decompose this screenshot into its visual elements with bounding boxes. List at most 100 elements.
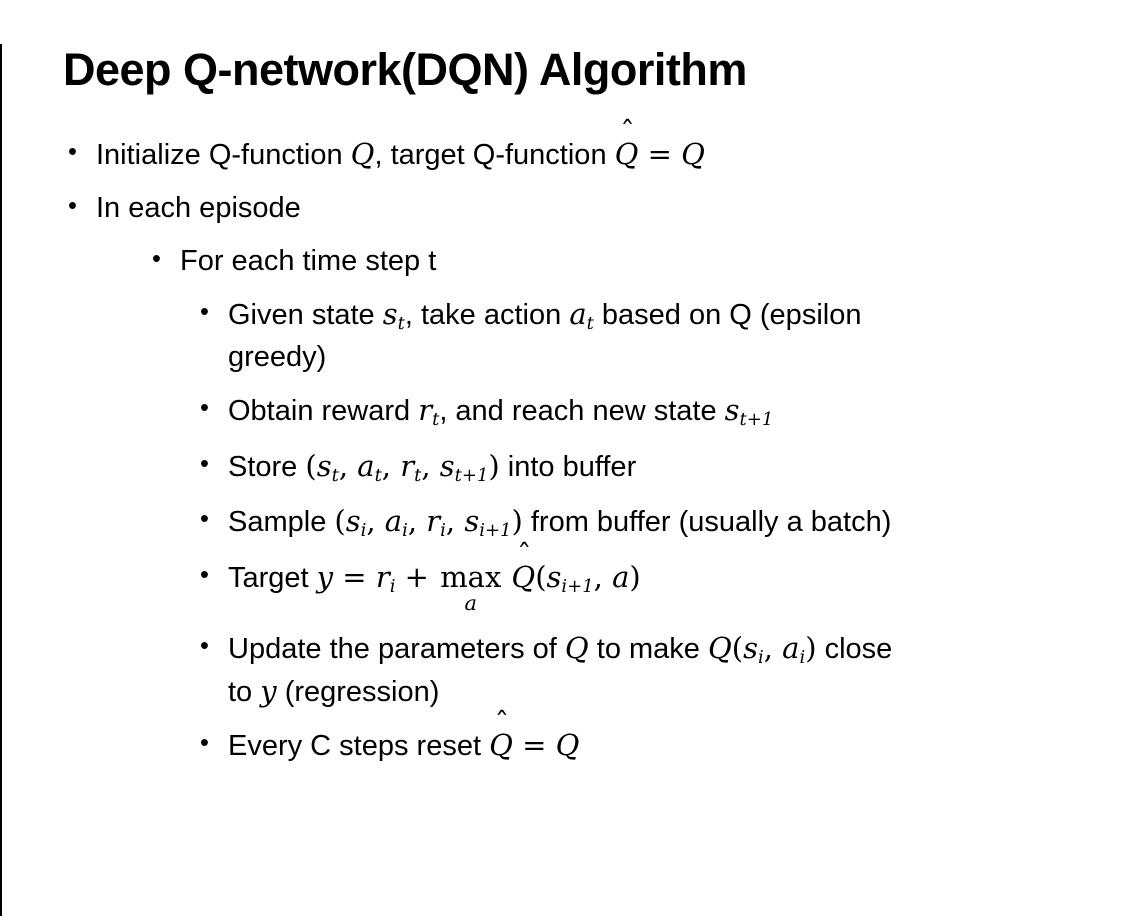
bullet-marker: •: [200, 297, 209, 326]
text-run: close: [816, 633, 893, 666]
text-run: based on Q (epsilon: [593, 298, 862, 331]
bullet-marker: •: [200, 449, 209, 478]
bullet-item-l2: •For each time step t: [150, 241, 1084, 281]
math-var: r: [375, 560, 390, 595]
math-subscript: i: [402, 520, 408, 542]
math-subscript: t+1: [454, 464, 489, 486]
math-op: =: [512, 728, 556, 762]
math-subscript: t: [331, 464, 339, 486]
math-subscript: t: [374, 464, 382, 486]
text-run: from buffer (usually a batch): [522, 506, 892, 539]
math-var: a: [782, 631, 800, 666]
bullet-marker: •: [200, 561, 209, 590]
math-subscript: t: [432, 408, 440, 430]
text-run: , target Q-function: [374, 138, 615, 171]
text-run: In each episode: [96, 191, 301, 224]
math-subscript: i: [757, 647, 764, 669]
slide-title: Deep Q-network(DQN) Algorithm: [63, 44, 747, 95]
math-var: Q: [707, 631, 732, 666]
text-run: , and reach new state: [439, 394, 725, 427]
bullet-item-l3: •Store (st, at, rt, st+1) into buffer: [198, 446, 1094, 489]
math-subscript: i: [389, 576, 396, 598]
math-var: Q: [681, 136, 705, 171]
math-op: ): [805, 631, 817, 666]
hat-accent: ˆ: [494, 705, 510, 740]
math-var: Q: [350, 136, 375, 171]
bullet-item-l3: •Given state st, take action at based on…: [198, 294, 1094, 377]
text-run: Store: [228, 450, 306, 483]
math-var: a: [569, 296, 587, 331]
bullet-marker: •: [68, 191, 77, 220]
slide-left-edge-line: [0, 44, 2, 916]
bullet-item-l3: •Update the parameters of Q to make Q(si…: [198, 628, 1094, 712]
text-run: Sample: [228, 506, 335, 539]
math-op: =: [638, 136, 682, 171]
math-var: s: [546, 560, 562, 595]
bullet-marker: •: [68, 137, 77, 166]
math-var: a: [612, 560, 630, 595]
math-op: (: [305, 448, 317, 483]
hat-accent: ˆ: [516, 537, 532, 572]
math-var: s: [724, 392, 740, 427]
math-subscript: i: [799, 647, 806, 669]
math-var: s: [439, 448, 455, 483]
text-run: to: [228, 675, 261, 708]
math-op: =: [333, 560, 376, 595]
bullet-marker: •: [200, 505, 209, 534]
math-var: Q: [564, 631, 589, 666]
math-op: (: [535, 560, 547, 595]
text-run: Initialize Q-function: [96, 138, 351, 171]
math-op: ,: [445, 504, 465, 539]
bullet-item-l1: •Initialize Q-function Q, target Q-funct…: [66, 117, 1084, 175]
math-subscript: i+1: [561, 576, 594, 598]
bullet-marker: •: [200, 729, 209, 758]
math-var: r: [418, 392, 433, 427]
math-var: r: [400, 448, 415, 483]
hat-accent: ˆ: [620, 114, 635, 149]
math-var: s: [382, 296, 398, 331]
text-run: Update the parameters of: [228, 633, 565, 666]
math-var: r: [426, 504, 441, 539]
math-var: a: [357, 448, 375, 483]
text-run: Every C steps reset: [228, 730, 490, 762]
math-var: a: [384, 504, 403, 539]
math-op: ,: [338, 448, 358, 483]
text-run: [503, 562, 511, 594]
math-op: ,: [421, 448, 440, 483]
math-op: max: [440, 560, 502, 595]
math-op: +: [395, 560, 439, 595]
math-var: y: [316, 560, 334, 595]
math-op: ): [511, 504, 523, 539]
text-run: (regression): [276, 675, 440, 708]
text-run: Obtain reward: [228, 394, 419, 427]
math-var: s: [316, 448, 332, 483]
math-var: y: [260, 673, 277, 708]
math-op: ,: [381, 448, 401, 483]
math-op: (: [334, 504, 346, 539]
math-var: s: [464, 504, 480, 539]
bullet-item-l3: •Sample (si, ai, ri, si+1) from buffer (…: [198, 501, 1094, 544]
text-run: to make: [588, 633, 708, 666]
math-var: Q: [511, 560, 536, 595]
math-under-var: a: [464, 591, 477, 616]
math-op: ,: [366, 504, 385, 539]
math-subscript: t+1: [739, 408, 774, 430]
bullet-marker: •: [152, 244, 161, 273]
math-op: ,: [763, 631, 783, 666]
text-run: Given state: [228, 298, 383, 331]
math-subscript: i: [360, 520, 367, 542]
bullet-marker: •: [200, 632, 209, 661]
math-subscript: i+1: [479, 520, 512, 542]
text-run: into buffer: [499, 450, 637, 483]
math-var: s: [743, 631, 758, 666]
math-op: ,: [593, 560, 613, 595]
math-var: Q: [555, 728, 580, 762]
text-run: greedy): [228, 340, 327, 373]
bullet-item-l1: • In each episode: [66, 188, 1084, 228]
math-subscript: t: [397, 312, 405, 334]
text-run: , take action: [404, 298, 570, 331]
